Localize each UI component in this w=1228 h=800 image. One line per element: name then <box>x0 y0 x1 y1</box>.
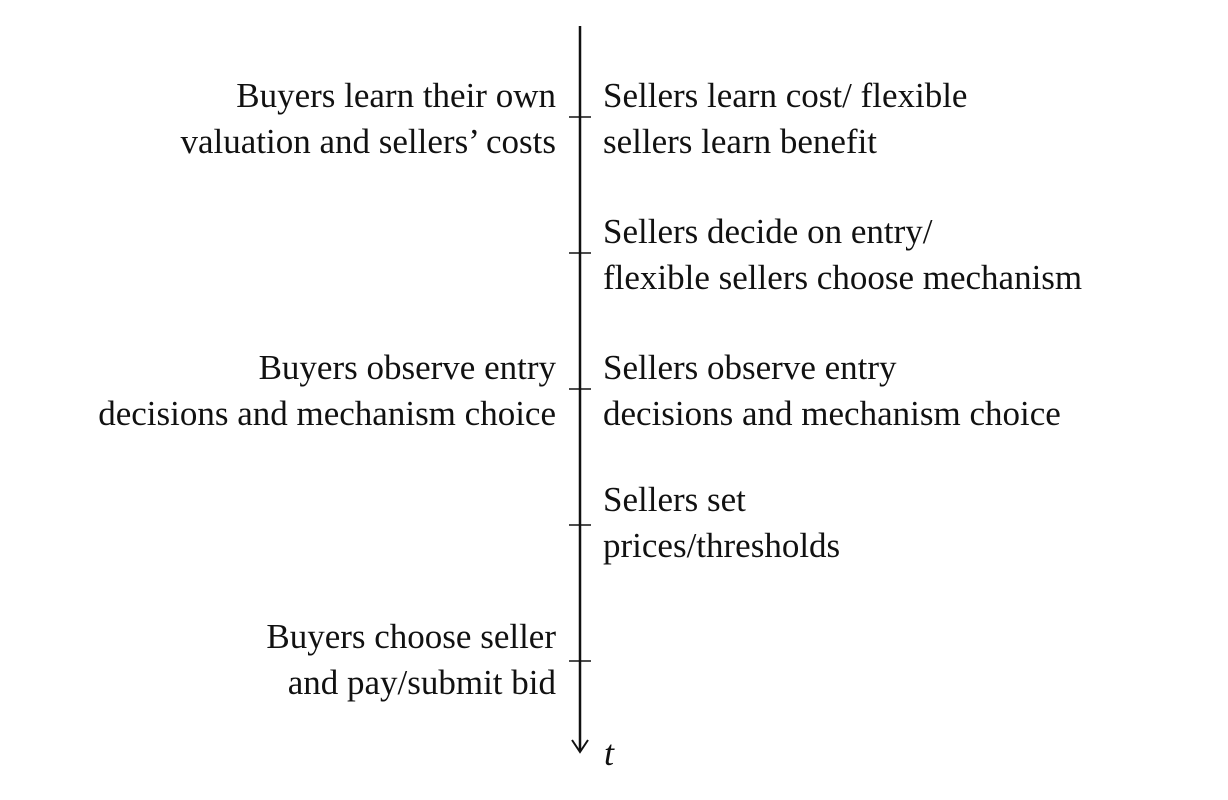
timeline-arrowhead <box>571 739 589 754</box>
event-4-sellers-line-2: prices/thresholds <box>603 526 841 565</box>
event-1-sellers-label: Sellers learn cost/ flexible sellers lea… <box>603 73 967 165</box>
event-1-sellers-line-2: sellers learn benefit <box>603 122 878 161</box>
event-2-sellers-label: Sellers decide on entry/ flexible seller… <box>603 209 1082 301</box>
event-5-buyers-line-2: and pay/submit bid <box>287 663 556 702</box>
event-1-sellers-line-1: Sellers learn cost/ flexible <box>603 76 968 115</box>
event-4-sellers-label: Sellers set prices/thresholds <box>603 477 840 569</box>
event-4-sellers-line-1: Sellers set <box>603 480 746 519</box>
event-1-buyers-label: Buyers learn their own valuation and sel… <box>181 73 557 165</box>
event-2-sellers-line-1: Sellers decide on entry/ <box>603 212 933 251</box>
event-3-sellers-line-1: Sellers observe entry <box>603 348 897 387</box>
event-3-buyers-label: Buyers observe entry decisions and mecha… <box>98 345 556 437</box>
event-3-sellers-line-2: decisions and mechanism choice <box>603 394 1061 433</box>
event-1-buyers-line-2: valuation and sellers’ costs <box>180 122 557 161</box>
event-5-buyers-label: Buyers choose seller and pay/submit bid <box>266 614 556 706</box>
event-1-buyers-line-1: Buyers learn their own <box>236 76 556 115</box>
event-3-buyers-line-2: decisions and mechanism choice <box>98 394 556 433</box>
event-2-sellers-line-2: flexible sellers choose mechanism <box>603 258 1083 297</box>
time-axis-label: t <box>604 733 615 773</box>
event-3-buyers-line-1: Buyers observe entry <box>258 348 556 387</box>
event-3-sellers-label: Sellers observe entry decisions and mech… <box>603 345 1061 437</box>
event-5-buyers-line-1: Buyers choose seller <box>266 617 556 656</box>
